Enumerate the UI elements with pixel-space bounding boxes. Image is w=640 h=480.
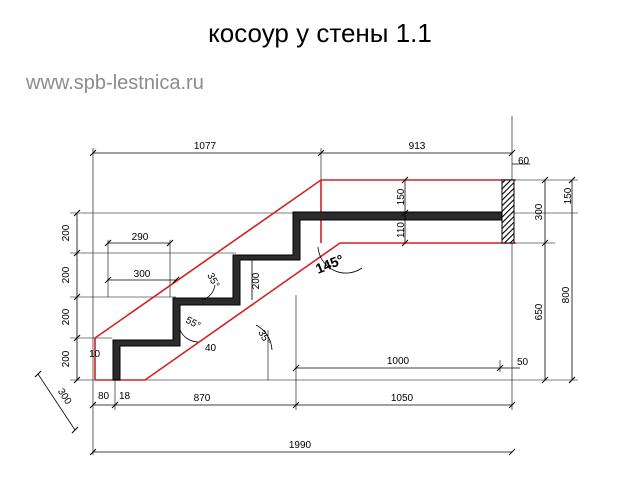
dim-200-row1: 200 bbox=[61, 224, 72, 241]
dim-913: 913 bbox=[409, 141, 426, 152]
dim-40: 40 bbox=[205, 343, 217, 354]
dim-50: 50 bbox=[517, 357, 529, 368]
angle-35-upper: 35° bbox=[204, 271, 221, 290]
angle-arcs bbox=[179, 246, 363, 351]
dim-1990: 1990 bbox=[289, 440, 312, 451]
dim-150-right: 150 bbox=[563, 187, 574, 204]
tread-profile bbox=[112, 211, 506, 381]
dim-300-step: 300 bbox=[134, 269, 151, 280]
dimension-ticks bbox=[34, 149, 576, 456]
angle-35-lower: 35° bbox=[255, 328, 272, 347]
dim-10: 10 bbox=[89, 349, 101, 360]
drawing-title: косоур у стены 1.1 bbox=[208, 18, 432, 48]
dim-150-top: 150 bbox=[396, 188, 407, 205]
dim-18: 18 bbox=[119, 391, 131, 402]
dim-650: 650 bbox=[534, 303, 545, 320]
website-label: www.spb-lestnica.ru bbox=[26, 72, 204, 94]
dim-1000: 1000 bbox=[387, 356, 410, 367]
dim-870: 870 bbox=[194, 393, 211, 404]
dim-1077: 1077 bbox=[194, 141, 217, 152]
dim-110: 110 bbox=[396, 222, 407, 238]
dim-290: 290 bbox=[132, 232, 149, 243]
dimension-lines bbox=[37, 152, 573, 453]
dim-200-row2: 200 bbox=[61, 266, 72, 283]
dim-1050: 1050 bbox=[391, 393, 414, 404]
wall-plate bbox=[501, 179, 515, 244]
dim-800: 800 bbox=[561, 286, 572, 303]
angle-55: 55° bbox=[184, 315, 203, 332]
dim-200-riser: 200 bbox=[251, 272, 262, 289]
dim-200-row4: 200 bbox=[61, 350, 72, 367]
extension-lines bbox=[70, 116, 578, 455]
dim-80: 80 bbox=[98, 391, 110, 402]
dim-60: 60 bbox=[518, 156, 530, 167]
dim-200-row3: 200 bbox=[61, 308, 72, 325]
dim-300-right: 300 bbox=[534, 203, 545, 220]
